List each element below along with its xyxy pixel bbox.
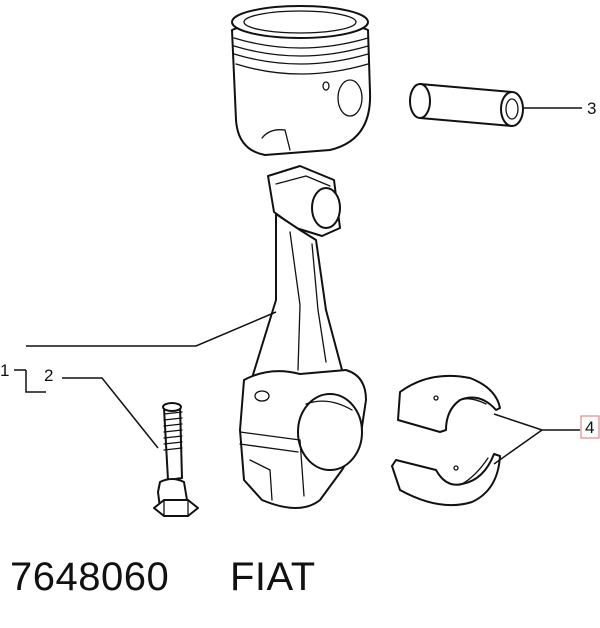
callout-4-highlight-box — [580, 415, 600, 439]
part-number: 7648060 — [10, 555, 169, 599]
connecting-rod — [239, 165, 367, 509]
callout-lines — [14, 107, 582, 465]
callout-label-4: 4 — [585, 418, 594, 437]
rod-bolt — [153, 402, 199, 517]
piston-pin — [409, 83, 524, 127]
piston — [231, 5, 372, 156]
callout-label-3: 3 — [587, 99, 596, 118]
bearing-shells — [391, 374, 501, 507]
callout-label-1: 1 — [0, 361, 9, 380]
callout-label-2: 2 — [44, 366, 53, 385]
brand-name: FIAT — [230, 555, 316, 599]
